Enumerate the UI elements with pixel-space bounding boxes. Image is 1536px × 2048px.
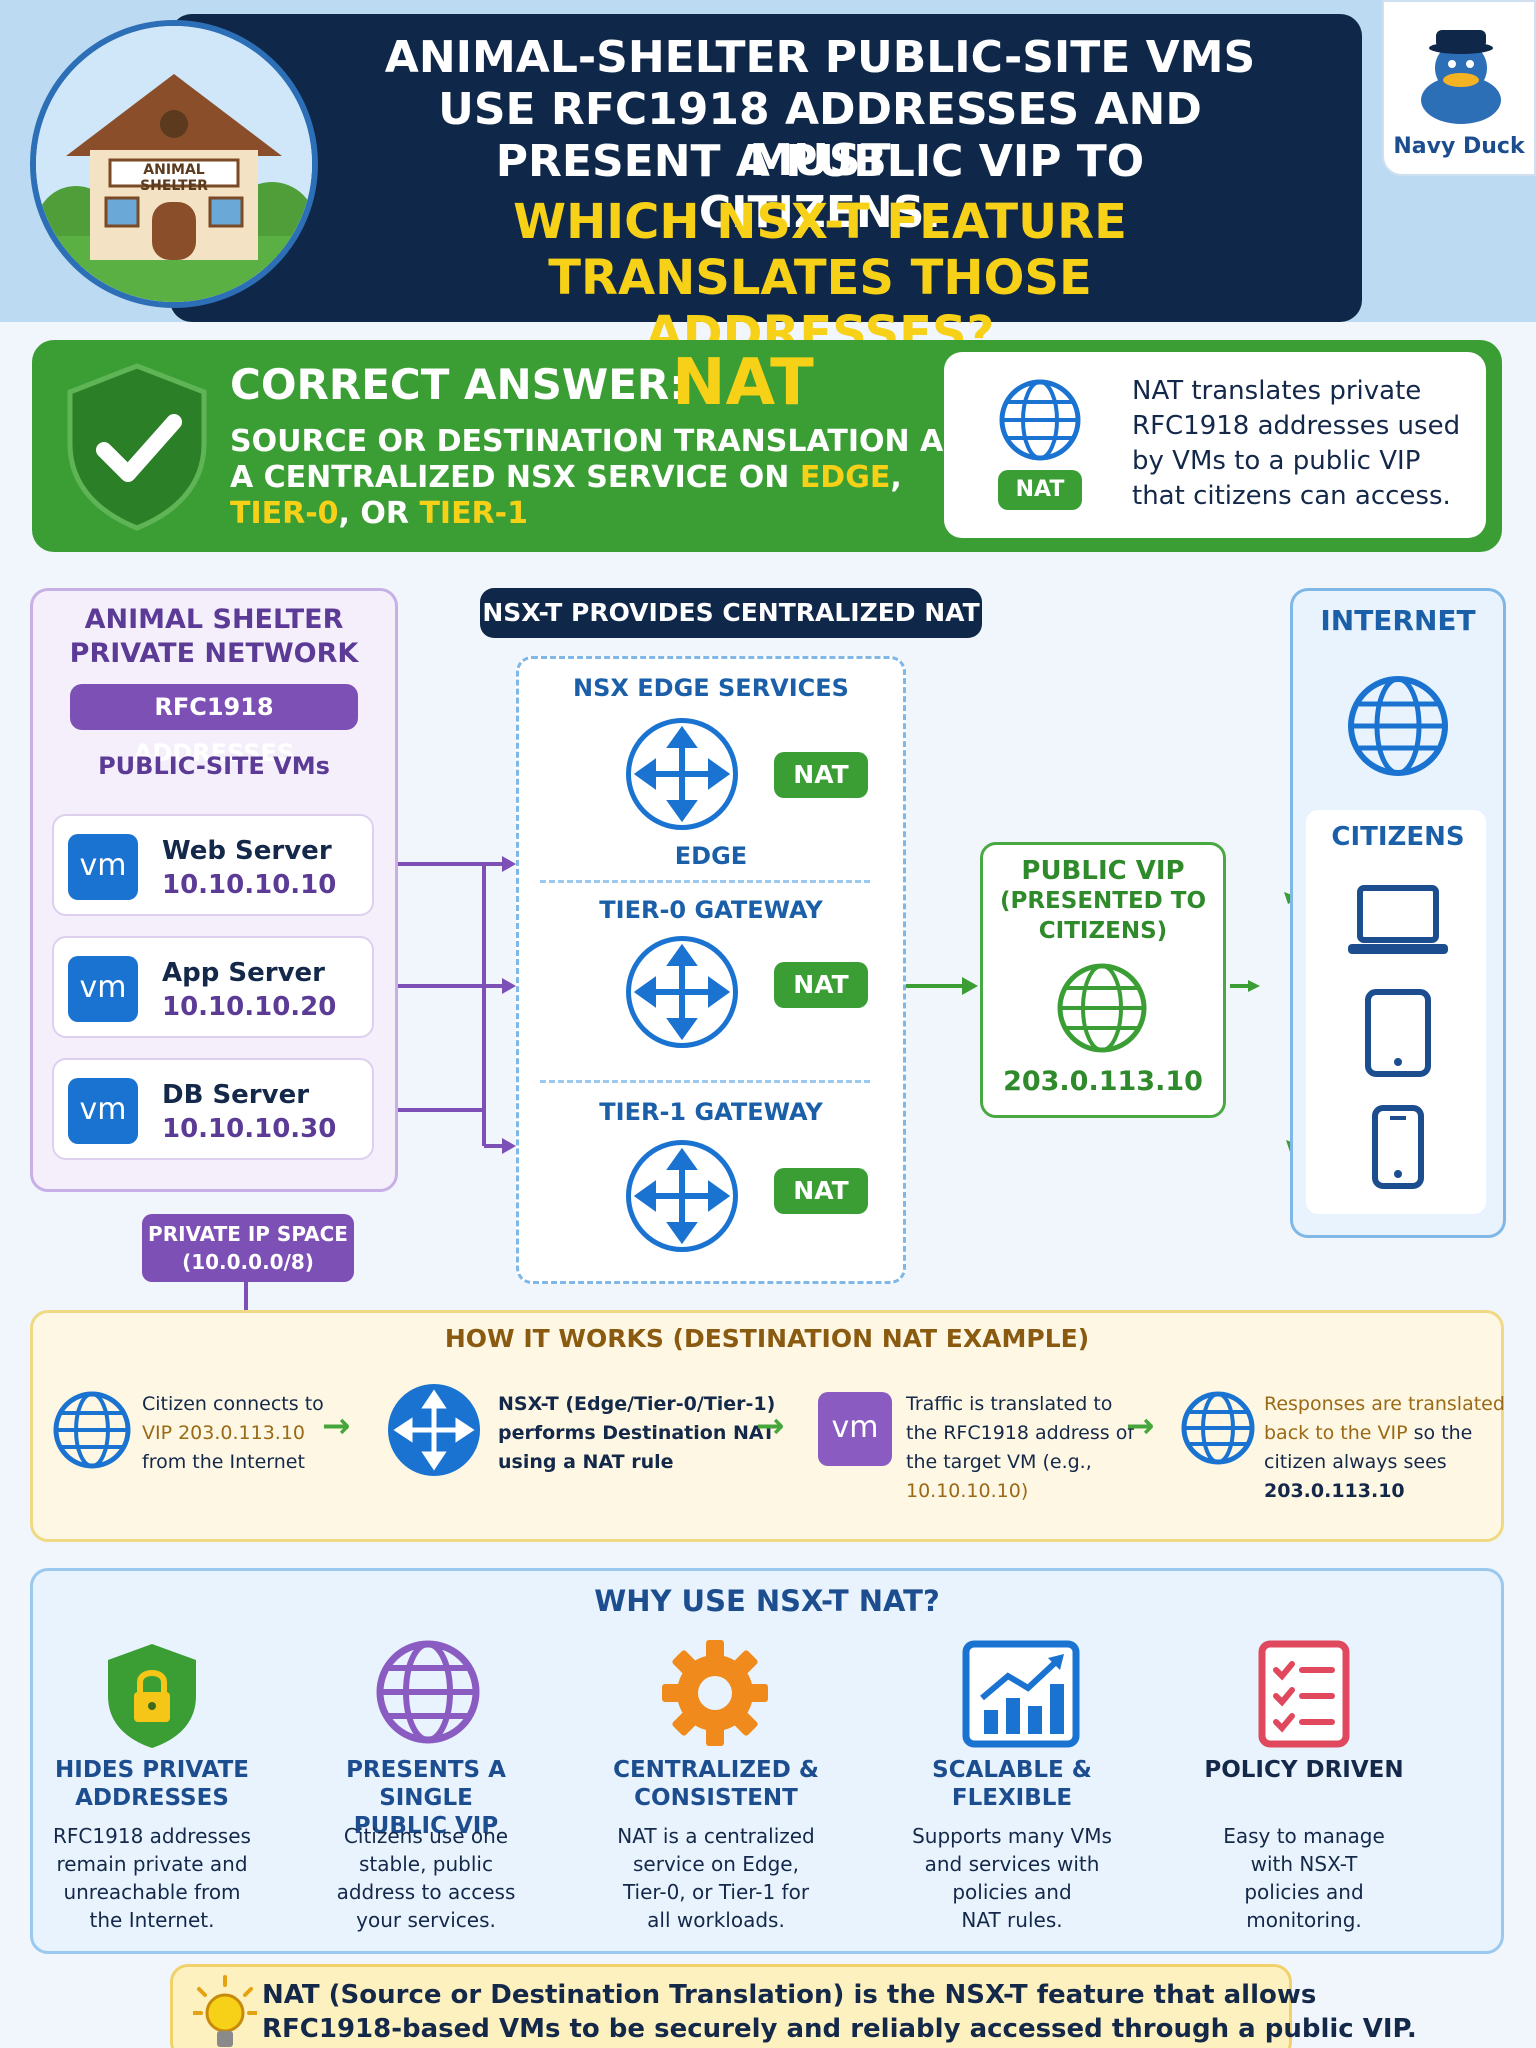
how-step-1: Citizen connects to VIP 203.0.113.10 fro…	[142, 1393, 324, 1473]
nat-badge-tier0: NAT	[774, 962, 868, 1008]
answer-sub-line-1: SOURCE OR DESTINATION TRANSLATION AS	[230, 424, 965, 459]
ip-space-label: PRIVATE IP SPACE	[148, 1222, 348, 1246]
citizens-title: CITIZENS	[1331, 822, 1465, 852]
navy-duck-logo: Navy Duck	[1382, 0, 1536, 176]
answer-explanation-card: NAT NAT translates private RFC1918 addre…	[944, 352, 1486, 538]
divider	[540, 880, 870, 883]
vip-subtitle-1: (PRESENTED TO	[999, 888, 1207, 914]
answer-description: NAT translates private RFC1918 addresses…	[1132, 376, 1461, 511]
vm-card-db: vm DB Server 10.10.10.30	[52, 1058, 374, 1160]
gear-icon	[662, 1640, 768, 1746]
lightbulb-icon	[193, 1975, 257, 2047]
header-title-line-2: USE RFC1918 ADDRESSES AND MUST	[438, 84, 1202, 186]
why-title: WHY USE NSX-T NAT?	[594, 1584, 940, 1618]
answer-value: NAT	[672, 346, 814, 420]
shield-check-icon	[67, 363, 207, 531]
tier0-gateway-label: TIER-0 GATEWAY	[599, 896, 823, 924]
how-it-works-panel	[30, 1310, 1504, 1542]
header-title-panel	[170, 14, 1362, 322]
private-network-title-2: PRIVATE NETWORK	[69, 638, 359, 669]
header-title-line-1: ANIMAL-SHELTER PUBLIC-SITE VMS	[384, 32, 1256, 83]
private-network-title-1: ANIMAL SHELTER	[84, 604, 344, 635]
vm-card-app: vm App Server 10.10.10.20	[52, 936, 374, 1038]
laptop-icon	[1348, 885, 1448, 954]
footer-line-1: NAT (Source or Destination Translation) …	[262, 1980, 1317, 2010]
shelter-sign-text: ANIMAL SHELTER	[140, 162, 208, 194]
nat-badge-edge: NAT	[774, 752, 868, 798]
why-item-centralized: CENTRALIZED &CONSISTENT NAT is a central…	[613, 1757, 819, 1932]
arrow-right-icon: →	[756, 1406, 785, 1446]
vm-icon: vm	[68, 834, 138, 900]
globe-icon	[1057, 963, 1147, 1053]
globe-icon	[53, 1391, 131, 1469]
public-vip-box	[980, 842, 1226, 1118]
globe-icon	[376, 1640, 480, 1744]
shield-lock-icon	[108, 1644, 196, 1748]
vm-ip: 10.10.10.10	[162, 870, 337, 900]
arrow-right-icon: →	[322, 1406, 351, 1446]
vm-icon: vm	[68, 956, 138, 1022]
router-icon	[388, 1384, 480, 1476]
footer-line-2: RFC1918-based VMs to be securely and rel…	[262, 2014, 1417, 2044]
rfc1918-pill: RFC1918 ADDRESSES	[70, 684, 358, 767]
growth-chart-icon	[962, 1640, 1080, 1748]
why-use-nat-panel	[30, 1568, 1504, 1954]
ip-space-range: (10.0.0.0/8)	[182, 1250, 314, 1274]
vip-title: PUBLIC VIP	[1021, 856, 1185, 886]
private-ip-space-badge: PRIVATE IP SPACE (10.0.0.0/8)	[142, 1214, 354, 1282]
vm-name: Web Server	[162, 836, 332, 866]
nsx-title-banner: NSX-T PROVIDES CENTRALIZED NAT	[480, 588, 982, 638]
divider	[540, 1080, 870, 1083]
logo-text: Navy Duck	[1393, 134, 1525, 159]
edge-label: EDGE	[674, 842, 748, 870]
how-step-2: NSX-T (Edge/Tier-0/Tier-1) performs Dest…	[498, 1393, 776, 1473]
how-it-works-title: HOW IT WORKS (DESTINATION NAT EXAMPLE)	[444, 1324, 1090, 1353]
answer-sub-line-3: TIER-0, OR TIER-1	[230, 496, 528, 531]
phone-icon	[1372, 1105, 1424, 1189]
answer-label: CORRECT ANSWER:	[230, 360, 687, 409]
vm-name: App Server	[162, 958, 325, 988]
router-icon-tier1	[626, 1140, 738, 1252]
checklist-icon	[1258, 1640, 1350, 1748]
nat-badge-tier1: NAT	[774, 1168, 868, 1214]
how-step-4: Responses are translated back to the VIP…	[1264, 1393, 1505, 1502]
vip-address: 203.0.113.10	[1003, 1066, 1203, 1097]
globe-icon	[999, 379, 1081, 461]
answer-sub-line-2: A CENTRALIZED NSX SERVICE ON EDGE,	[230, 460, 902, 495]
nat-badge: NAT	[998, 470, 1082, 510]
vm-icon: vm	[68, 1078, 138, 1144]
globe-icon	[1348, 676, 1448, 776]
nsx-edge-services-title: NSX EDGE SERVICES	[573, 674, 849, 702]
tier1-gateway-label: TIER-1 GATEWAY	[599, 1098, 823, 1126]
router-icon-edge	[626, 718, 738, 830]
vm-ip: 10.10.10.20	[162, 992, 337, 1022]
header-title-line-3: PRESENT A PUBLIC VIP TO CITIZENS.	[495, 136, 1145, 238]
vip-subtitle-2: CITIZENS)	[1038, 918, 1168, 944]
citizens-panel	[1306, 810, 1486, 1214]
vm-ip: 10.10.10.30	[162, 1114, 337, 1144]
duck-icon	[1421, 30, 1501, 124]
vm-card-web: vm Web Server 10.10.10.10	[52, 814, 374, 916]
how-step-3: Traffic is translated to the RFC1918 add…	[906, 1393, 1135, 1502]
summary-footer	[170, 1964, 1292, 2048]
internet-title: INTERNET	[1320, 604, 1476, 637]
arrow-right-icon: →	[1126, 1406, 1155, 1446]
globe-icon	[1181, 1391, 1255, 1465]
tablet-icon	[1365, 989, 1431, 1077]
router-icon-tier0	[626, 936, 738, 1048]
vms-title: PUBLIC-SITE VMs	[98, 752, 330, 780]
vm-icon: vm	[818, 1392, 892, 1466]
header-question-line-1: WHICH NSX-T FEATURE	[513, 194, 1127, 250]
vm-name: DB Server	[162, 1080, 310, 1110]
